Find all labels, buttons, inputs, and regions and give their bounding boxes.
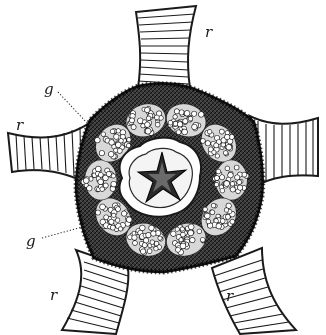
label-r-bottom-right: r [226, 287, 234, 305]
label-g-upper: g [44, 80, 54, 98]
label-g-lower: g [26, 232, 36, 250]
leader-line-g-lower [42, 226, 86, 238]
leader-line-g-upper [58, 92, 88, 124]
label-r-top: r [205, 23, 213, 41]
label-r-left: r [16, 116, 24, 134]
label-r-bottom-left: r [50, 286, 58, 304]
arm-bottom-right [212, 248, 296, 334]
central-mouth [119, 138, 201, 217]
arm-top [136, 6, 196, 88]
